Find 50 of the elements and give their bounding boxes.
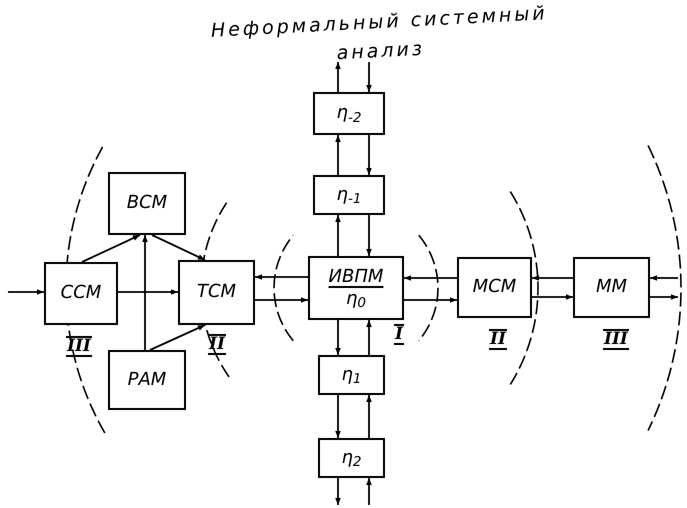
level-numeral: I <box>394 324 404 345</box>
process-box <box>108 172 186 235</box>
arrow <box>118 289 178 295</box>
arrow <box>335 215 341 256</box>
box-label: РАМ <box>128 368 166 392</box>
arrow <box>404 297 457 303</box>
arrow <box>404 275 457 281</box>
box-label: ССМ <box>60 282 102 305</box>
arrow <box>366 62 372 92</box>
box-label: η$_{-2}$ <box>336 102 362 125</box>
process-box <box>318 438 385 478</box>
diagram-title: Неформальный системный анализ <box>209 1 550 66</box>
arrow <box>335 395 341 438</box>
level-numeral: II <box>489 329 507 350</box>
level-numeral: III <box>603 329 629 350</box>
arrow <box>650 294 678 300</box>
box-label: η$_{-1}$ <box>336 184 362 206</box>
arrow <box>650 275 678 281</box>
level-numeral: III <box>66 336 92 357</box>
arrow <box>152 234 206 261</box>
arrow <box>255 274 308 280</box>
arrow <box>335 62 341 92</box>
process-box <box>313 175 385 215</box>
box-label: МСМ <box>472 276 516 299</box>
arrow <box>142 235 148 350</box>
arrow <box>366 395 372 438</box>
arrow <box>82 234 140 263</box>
arrow <box>532 275 573 281</box>
arrow <box>366 135 372 175</box>
arrow <box>366 320 372 355</box>
arrow <box>366 215 372 256</box>
level-numeral: II <box>208 334 226 355</box>
arrow <box>150 324 206 351</box>
arrow <box>532 294 573 300</box>
box-label: ММ <box>596 276 628 299</box>
arrow <box>335 478 341 505</box>
process-box <box>318 355 385 395</box>
process-box <box>313 92 385 135</box>
arrow <box>366 478 372 505</box>
arrow <box>255 297 308 303</box>
arrow <box>335 135 341 175</box>
arrow <box>335 320 341 355</box>
box-label: ТСМ <box>196 281 236 304</box>
box-label: η$_{1}$ <box>341 364 362 386</box>
box-label: η$_{0}$ <box>346 288 366 310</box>
box-label: ИВПМ <box>328 266 384 288</box>
process-box <box>108 350 186 410</box>
arrow <box>8 289 44 295</box>
box-label: ВСМ <box>126 192 168 215</box>
box-label: η$_{2}$ <box>341 446 362 470</box>
